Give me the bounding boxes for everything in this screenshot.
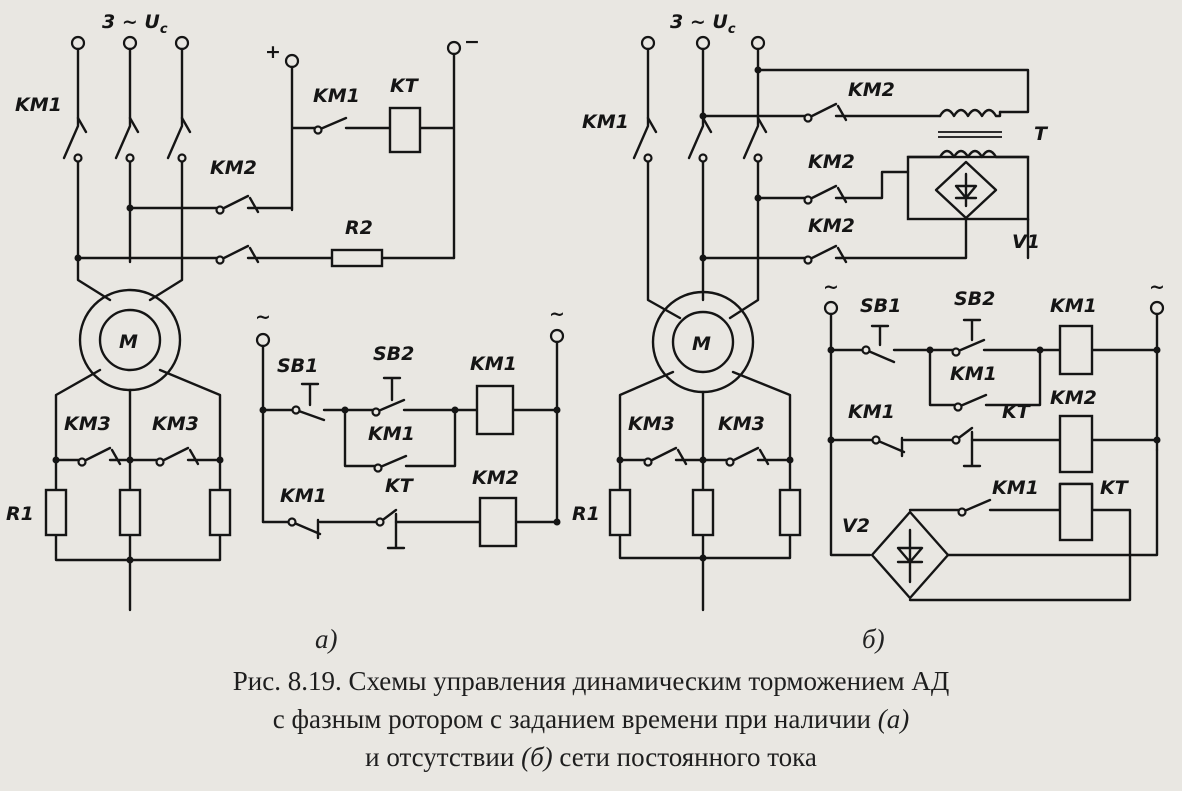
label-r1-b: R1 (572, 503, 600, 525)
ctrl-terminal-left-a (255, 332, 271, 348)
label-km1-dc-b: KM1 (992, 477, 1039, 499)
diagram-b: 3 ~ Uc KM1 KM2 T V1 KM2 (572, 11, 1165, 654)
label-kt-contact-b: KT (1002, 401, 1032, 423)
resistor-r1-3-b (778, 488, 802, 537)
label-r2: R2 (345, 217, 373, 239)
diagram-a: 3 ~ Uc KM1 + − KM1 KT KM2 R2 M (6, 11, 565, 654)
label-transformer-t: T (1034, 123, 1049, 145)
label-km2-coil-a: KM2 (472, 467, 519, 489)
motor-label-b: M (692, 333, 711, 355)
supply-label-a: 3 ~ Uc (102, 11, 168, 37)
label-km3-left-b: KM3 (628, 413, 675, 435)
rectifier-v1-frame (906, 155, 1030, 221)
terminal-dc-plus (284, 53, 300, 69)
km1-coil-a (475, 384, 515, 436)
km2-coil-b (1058, 414, 1094, 474)
resistor-r1-1-b (608, 488, 632, 537)
resistor-r1-2-b (691, 488, 715, 537)
terminal-dc-minus (446, 40, 462, 56)
label-km1-coil-a: KM1 (470, 353, 517, 375)
motor-inner-b (671, 310, 735, 374)
label-km3-left-a: KM3 (64, 413, 111, 435)
label-km2-top-a: KM2 (210, 157, 257, 179)
label-sb1-b: SB1 (860, 295, 901, 317)
label-rectifier-v2: V2 (842, 515, 870, 537)
km2-coil-a (478, 496, 518, 548)
label-dc-minus: − (464, 31, 480, 53)
label-kt-coil-b: KT (1100, 477, 1130, 499)
terminal-l2-a (122, 35, 138, 51)
resistor-r1-2-a (118, 488, 142, 537)
kt-coil-a (388, 106, 422, 154)
motor-label-a: M (119, 331, 138, 353)
label-kt-coil-a: KT (390, 75, 420, 97)
km1-coil-b (1058, 324, 1094, 376)
label-sb2-b: SB2 (954, 288, 995, 310)
label-km1-main-a: KM1 (15, 94, 62, 116)
terminal-l3-a (174, 35, 190, 51)
label-km2-1-b: KM2 (848, 79, 895, 101)
km1-main-contacts-b (632, 47, 768, 320)
km1-main-contacts-a (62, 47, 192, 302)
label-km1-coil-b: KM1 (1050, 295, 1097, 317)
ctrl-ac-left-b: ~ (823, 276, 839, 298)
label-dc-plus: + (265, 41, 281, 63)
label-km1-dc-a: KM1 (313, 85, 360, 107)
ctrl-ac-right-b: ~ (1149, 276, 1165, 298)
label-sb1-a: SB1 (277, 355, 318, 377)
caption-line-1: Рис. 8.19. Схемы управления динамическим… (232, 666, 950, 696)
supply-label-b: 3 ~ Uc (670, 11, 736, 37)
label-km3-right-a: KM3 (152, 413, 199, 435)
ctrl-terminal-right-b (1149, 300, 1165, 316)
ctrl-ac-left-a: ~ (255, 306, 271, 328)
label-km1-hold-a: KM1 (368, 423, 415, 445)
sub-label-a: а) (315, 624, 338, 654)
sub-label-b: б) (862, 624, 885, 654)
label-rectifier-v1: V1 (1012, 231, 1040, 253)
label-sb2-a: SB2 (373, 343, 414, 365)
label-km3-right-b: KM3 (718, 413, 765, 435)
label-km1-nc-a: KM1 (280, 485, 327, 507)
label-kt-contact-a: KT (385, 475, 415, 497)
label-km1-main-b: KM1 (582, 111, 629, 133)
terminal-l1-a (70, 35, 86, 51)
resistor-r2 (330, 248, 384, 268)
caption-line-3: и отсутствии (б) сети постоянного тока (365, 742, 817, 772)
label-km1-hold-b: KM1 (950, 363, 997, 385)
label-km2-2-b: KM2 (808, 151, 855, 173)
label-r1-a: R1 (6, 503, 34, 525)
resistor-r1-1-a (44, 488, 68, 537)
terminal-l3-b (750, 35, 766, 51)
motor-inner-a (98, 308, 162, 372)
terminal-l2-b (695, 35, 711, 51)
transformer-primary (938, 108, 1002, 118)
caption-line-2: с фазным ротором с заданием времени при … (272, 704, 910, 734)
label-km1-nc-b: KM1 (848, 401, 895, 423)
label-km2-3-b: KM2 (808, 215, 855, 237)
ctrl-ac-right-a: ~ (549, 303, 565, 325)
resistor-r1-3-a (208, 488, 232, 537)
label-km2-coil-b: KM2 (1050, 387, 1097, 409)
terminal-l1-b (640, 35, 656, 51)
ctrl-terminal-right-a (549, 328, 565, 344)
ctrl-terminal-left-b (823, 300, 839, 316)
kt-coil-b (1058, 482, 1094, 542)
rectifier-v2 (870, 510, 950, 600)
